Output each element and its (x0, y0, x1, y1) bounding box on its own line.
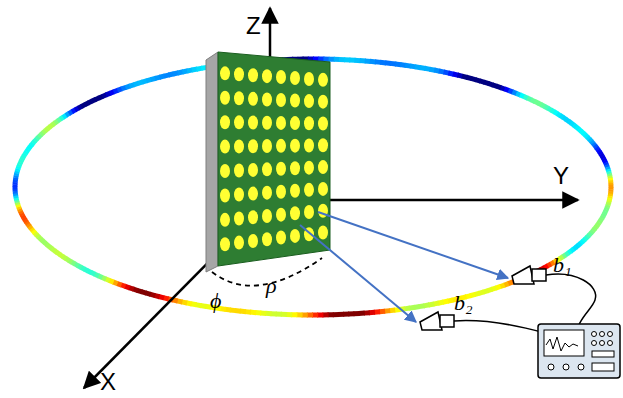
network-analyzer (538, 324, 620, 378)
field-ring (15, 59, 611, 315)
patch-element (248, 187, 258, 201)
patch-element (234, 188, 244, 202)
patch-element (220, 237, 230, 251)
ring-segment (608, 185, 613, 188)
patch-element (234, 163, 244, 177)
patch-element (220, 91, 230, 105)
patch-element (304, 116, 314, 130)
patch-element (262, 162, 272, 176)
patch-element (304, 161, 314, 175)
patch-element (234, 91, 244, 105)
patch-element (262, 92, 272, 106)
patch-element (276, 93, 286, 107)
patch-element (248, 210, 258, 224)
port-label: b₁ (553, 254, 572, 276)
patch-element (234, 236, 244, 250)
patch-element (220, 140, 230, 154)
panel-edge (206, 52, 218, 272)
patch-element (276, 116, 286, 130)
patch-element (304, 94, 314, 108)
patch-element (234, 115, 244, 129)
patch-element (304, 72, 314, 86)
patch-element (304, 138, 314, 152)
patch-element (276, 185, 286, 199)
patch-element (262, 186, 272, 200)
patch-element (220, 66, 230, 80)
patch-element (318, 116, 328, 130)
patch-element (290, 229, 300, 243)
patch-element (318, 73, 328, 87)
patch-element (290, 116, 300, 130)
patch-element (290, 161, 300, 175)
patch-element (290, 184, 300, 198)
patch-element (304, 205, 314, 219)
patch-element (304, 183, 314, 197)
patch-element (290, 206, 300, 220)
patch-element (318, 182, 328, 196)
patch-element (248, 234, 258, 248)
patch-element (220, 213, 230, 227)
patch-element (234, 67, 244, 81)
patch-element (262, 139, 272, 153)
distance-label: ρ (266, 275, 277, 297)
patch-element (290, 94, 300, 108)
patch-element (248, 163, 258, 177)
horn-antenna (512, 266, 546, 284)
patch-element (248, 139, 258, 153)
ray (318, 212, 508, 278)
patch-element (248, 116, 258, 130)
patch-element (276, 162, 286, 176)
ray (300, 225, 416, 322)
patch-element (262, 232, 272, 246)
patch-element (318, 226, 328, 240)
patch-element (290, 71, 300, 85)
patch-element (248, 68, 258, 82)
patch-element (318, 95, 328, 109)
patch-element (290, 139, 300, 153)
patch-element (220, 115, 230, 129)
patch-element (220, 188, 230, 202)
patch-element (276, 139, 286, 153)
patch-element (234, 212, 244, 226)
patch-array (220, 66, 328, 251)
patch-element (318, 138, 328, 152)
patch-element (262, 209, 272, 223)
axis-label: Z (246, 14, 261, 38)
patch-element (262, 116, 272, 130)
patch-element (234, 139, 244, 153)
axis-label: Y (553, 164, 569, 188)
angle-label: ϕ (210, 290, 221, 312)
axis-label: X (100, 370, 116, 394)
patch-element (318, 160, 328, 174)
patch-element (220, 164, 230, 178)
patch-element (262, 69, 272, 83)
patch-element (276, 208, 286, 222)
horn-antenna (420, 312, 454, 330)
antenna-panel (218, 52, 330, 266)
port-label: b₂ (454, 292, 473, 314)
patch-element (248, 92, 258, 106)
patch-element (276, 231, 286, 245)
patch-element (276, 70, 286, 84)
